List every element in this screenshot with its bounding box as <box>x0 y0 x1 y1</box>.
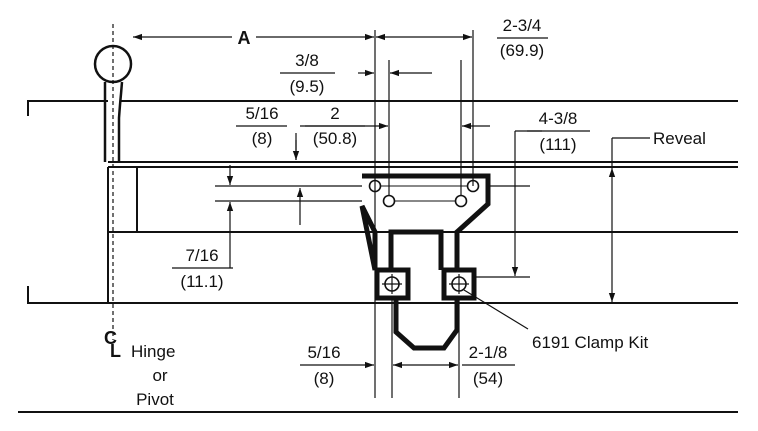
dim-d4-metric: (111) <box>539 135 576 154</box>
dim-d1-metric: (9.5) <box>290 77 325 96</box>
dim-d1-frac: 3/8 <box>295 51 319 70</box>
dim-d6-frac: 5/16 <box>307 343 340 362</box>
clamp-kit-label: 6191 Clamp Kit <box>532 333 649 352</box>
dim-d2-metric: (8) <box>252 129 273 148</box>
dim-d2-frac: 5/16 <box>245 104 278 123</box>
dimension-labels: A 2-3/4 (69.9) 3/8 (9.5) 5/16 (8) 2 (50.… <box>104 16 706 409</box>
hinge-label: Hinge <box>131 342 175 361</box>
centerline-l: L <box>110 341 121 361</box>
dim-d7-frac: 2-1/8 <box>469 343 508 362</box>
clamp-bracket <box>359 173 491 351</box>
dim-d5-frac: 7/16 <box>185 246 218 265</box>
frame-rails <box>18 100 738 413</box>
pivot-label: Pivot <box>136 390 174 409</box>
dim-a-label: A <box>238 28 251 48</box>
hinge-pivot <box>93 24 133 340</box>
dim-d3-metric: (50.8) <box>313 129 357 148</box>
reveal-label: Reveal <box>653 129 706 148</box>
dim-d7-metric: (54) <box>473 369 503 388</box>
centerline-c: C <box>104 328 117 348</box>
dim-d3-frac: 2 <box>330 104 339 123</box>
dimension-arrows <box>133 33 650 369</box>
dim-top-right-frac: 2-3/4 <box>503 16 542 35</box>
extension-lines <box>215 30 530 398</box>
dim-d5-metric: (11.1) <box>180 272 223 291</box>
dim-d4-frac: 4-3/8 <box>539 109 578 128</box>
or-label: or <box>152 366 167 385</box>
dim-d6-metric: (8) <box>314 369 335 388</box>
dim-top-right-metric: (69.9) <box>500 41 544 60</box>
fraction-bars <box>172 37 590 366</box>
